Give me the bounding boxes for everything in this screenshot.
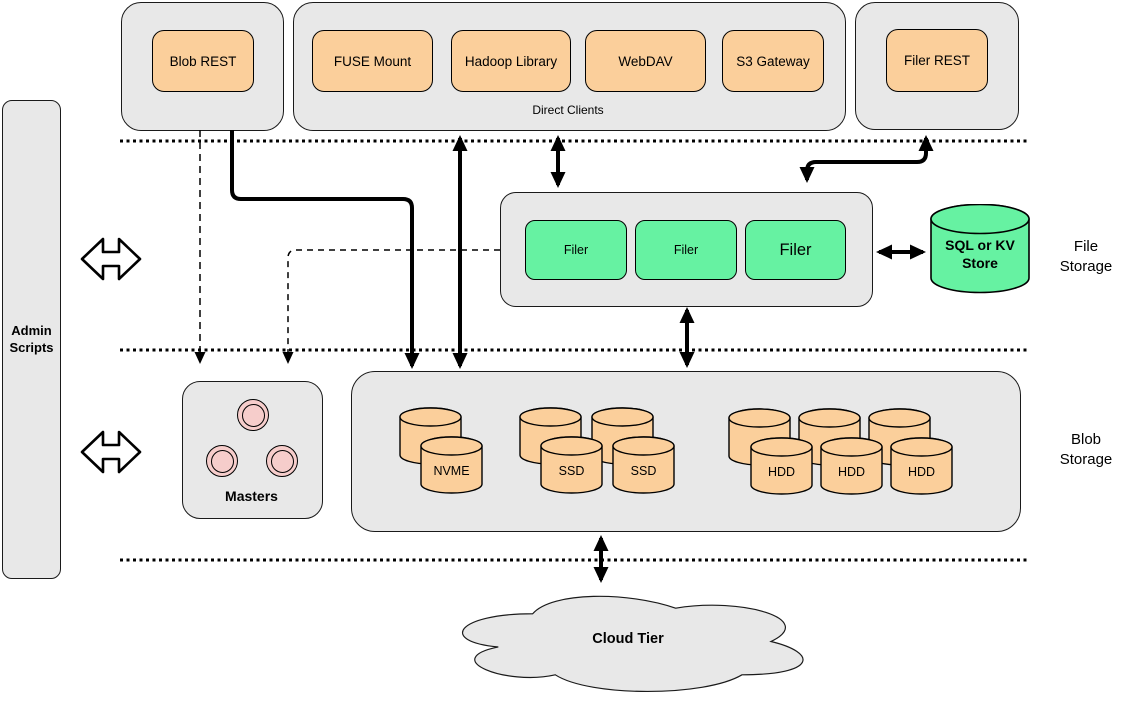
cylinder-shape	[890, 437, 953, 495]
cylinder-shape	[820, 437, 883, 495]
cylinder-shape	[612, 436, 675, 494]
master-node-ring-icon	[270, 449, 294, 473]
admin-blob-storage-arrow-icon	[80, 430, 142, 474]
volume-cylinder-ssd: SSD	[612, 436, 675, 494]
filer-node-1: Filer	[525, 220, 627, 280]
sql-kv-store-label: SQL or KV Store	[945, 237, 1015, 271]
direct-clients-caption: Direct Clients	[532, 103, 604, 117]
file-storage-section-label: File Storage	[1059, 238, 1113, 275]
cylinder-shape	[930, 203, 1030, 294]
admin-scripts-box: Admin Scripts	[2, 100, 61, 579]
cylinder-label: NVME	[433, 464, 470, 478]
cylinder-shape	[420, 436, 483, 494]
volume-cylinder-hdd: HDD	[890, 437, 953, 495]
volume-cylinder-nvme: NVME	[420, 436, 483, 494]
cylinder-label: HDD	[767, 465, 796, 479]
client-node-fuse-mount: FUSE Mount	[312, 30, 433, 92]
client-node-webdav: WebDAV	[585, 30, 706, 92]
filer-to-masters-dashed-arrow	[282, 249, 500, 364]
cylinder-label: SSD	[558, 464, 585, 478]
blob-rest-node: Blob REST	[152, 30, 254, 92]
filer-rest-to-filer-double-arrow	[799, 135, 934, 183]
master-node-ring-icon	[241, 403, 265, 427]
filer-node-2: Filer	[635, 220, 737, 280]
masters-label: Masters	[225, 488, 278, 504]
admin-scripts-label: Admin Scripts	[9, 322, 54, 355]
admin-file-storage-arrow-icon	[80, 237, 142, 281]
client-node-s3-gateway: S3 Gateway	[722, 30, 824, 92]
master-node-ring-icon	[210, 449, 234, 473]
master-node-icon	[266, 445, 298, 477]
cylinder-shape	[750, 437, 813, 495]
filer-node-3: Filer	[745, 220, 846, 280]
cylinder-label: HDD	[907, 465, 936, 479]
filer-rest-node: Filer REST	[886, 29, 988, 92]
volume-cylinder-hdd: HDD	[750, 437, 813, 495]
master-node-icon	[206, 445, 238, 477]
volume-cylinder-hdd: HDD	[820, 437, 883, 495]
volume-cylinder-ssd: SSD	[540, 436, 603, 494]
cloud-tier-label: Cloud Tier	[592, 631, 664, 647]
master-node-icon	[237, 399, 269, 431]
cloud-icon	[462, 595, 804, 692]
client-node-hadoop-library: Hadoop Library	[451, 30, 571, 92]
cylinder-label: HDD	[837, 465, 866, 479]
cloud-tier-shape: Cloud Tier	[434, 585, 822, 698]
blob-storage-section-label: Blob Storage	[1059, 431, 1113, 468]
sql-kv-store-cylinder: SQL or KV Store	[930, 203, 1030, 294]
blob-rest-to-blob-storage-arrow	[230, 130, 420, 369]
cylinder-label: SSD	[630, 464, 657, 478]
cylinder-shape	[540, 436, 603, 494]
